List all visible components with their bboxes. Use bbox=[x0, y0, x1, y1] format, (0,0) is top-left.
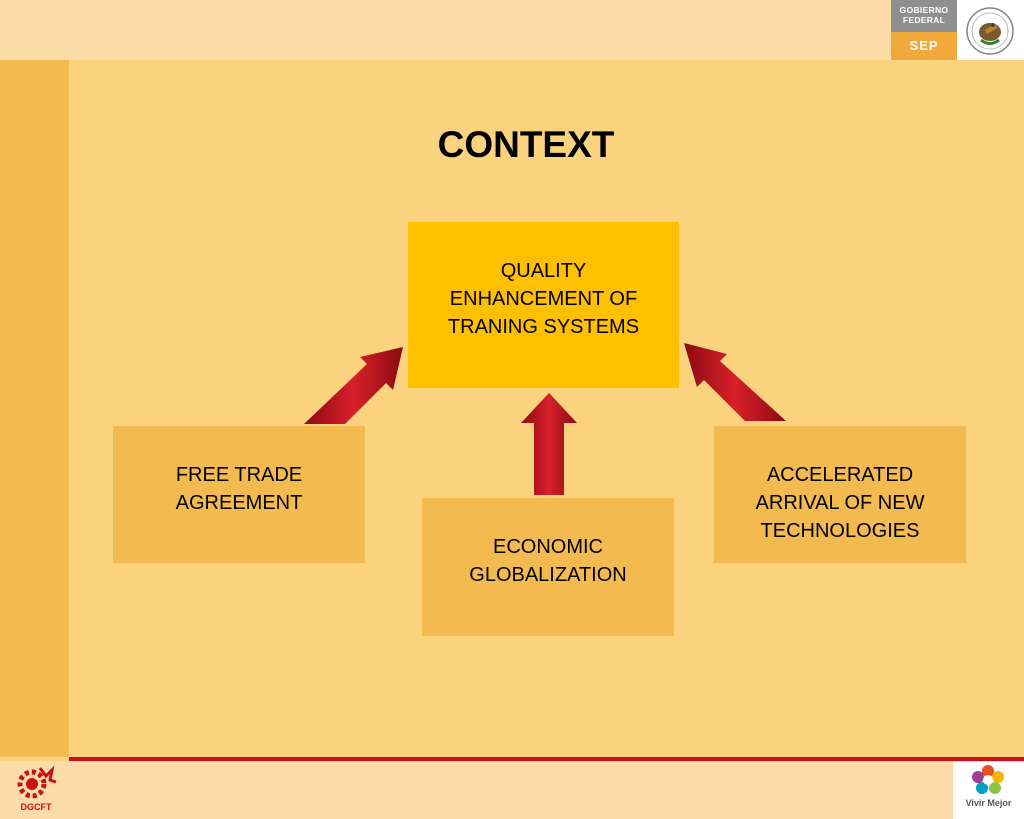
slide-title: CONTEXT bbox=[437, 124, 615, 165]
sep-label: SEP bbox=[891, 32, 957, 60]
dgcft-gear-icon bbox=[17, 765, 57, 799]
top-bar bbox=[0, 0, 1024, 60]
middle-box-label: ECONOMIC GLOBALIZATION bbox=[469, 536, 627, 586]
vivir-mejor-logo: Vivir Mejor bbox=[953, 762, 1024, 819]
vivir-mejor-label: Vivir Mejor bbox=[965, 798, 1012, 808]
right-box-label: ACCELERATED ARRIVAL OF NEW TECHNOLOGIES bbox=[755, 464, 925, 542]
gobierno-federal-logo: Gobierno Federal SEP bbox=[891, 0, 957, 60]
footer-divider bbox=[69, 757, 1024, 761]
dgcft-logo: DGCFT bbox=[12, 762, 60, 817]
footer-bar bbox=[0, 761, 1024, 819]
vivir-mejor-flower-icon bbox=[972, 765, 1004, 794]
middle-box-globalization: ECONOMIC GLOBALIZATION bbox=[422, 498, 674, 636]
left-strip bbox=[0, 60, 69, 757]
right-box-technologies: ACCELERATED ARRIVAL OF NEW TECHNOLOGIES bbox=[714, 426, 966, 563]
gobierno-federal-label: Gobierno Federal bbox=[891, 0, 957, 32]
gobierno-line1: Gobierno bbox=[899, 5, 949, 15]
center-box-quality: QUALITY ENHANCEMENT OF TRANING SYSTEMS bbox=[408, 222, 679, 388]
dgcft-label: DGCFT bbox=[20, 802, 52, 812]
center-box-label: QUALITY ENHANCEMENT OF TRANING SYSTEMS bbox=[447, 260, 640, 338]
left-box-label: FREE TRADE AGREEMENT bbox=[175, 464, 303, 514]
gobierno-line2: Federal bbox=[902, 14, 946, 25]
arrow-middle-up bbox=[521, 393, 577, 495]
arrow-left-up bbox=[304, 347, 403, 424]
left-box-free-trade: FREE TRADE AGREEMENT bbox=[113, 426, 365, 563]
mexico-seal-icon bbox=[957, 0, 1024, 60]
arrow-right-up bbox=[684, 343, 786, 421]
